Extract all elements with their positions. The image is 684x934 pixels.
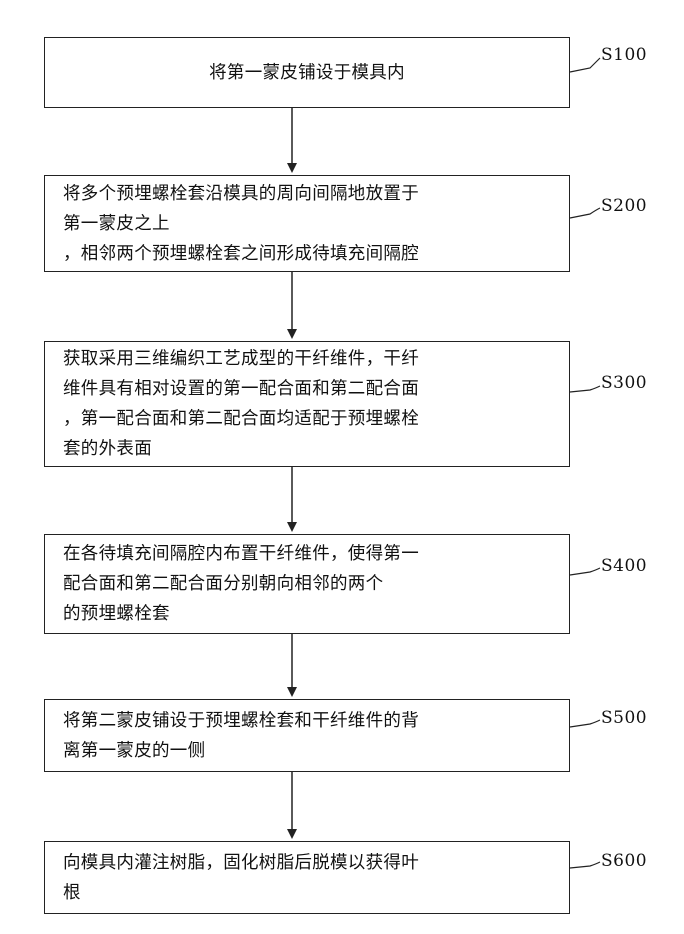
leader-s500	[570, 720, 600, 727]
step-label-s300: S300	[601, 373, 647, 393]
step-label-s400: S400	[601, 556, 647, 576]
leader-s400	[570, 568, 600, 575]
step-box-s500: 将第二蒙皮铺设于预埋螺栓套和干纤维件的背 离第一蒙皮的一侧	[44, 699, 570, 772]
step-text-s100: 将第一蒙皮铺设于模具内	[63, 58, 551, 88]
leader-s200	[570, 208, 600, 218]
step-label-s100: S100	[601, 45, 647, 65]
step-box-s600: 向模具内灌注树脂，固化树脂后脱模以获得叶 根	[44, 841, 570, 914]
leader-s600	[570, 862, 600, 868]
step-box-s300: 获取采用三维编织工艺成型的干纤维件，干纤 维件具有相对设置的第一配合面和第二配合…	[44, 341, 570, 467]
step-text-s200: 将多个预埋螺栓套沿模具的周向间隔地放置于 第一蒙皮之上 ，相邻两个预埋螺栓套之间…	[63, 179, 551, 269]
step-text-s600: 向模具内灌注树脂，固化树脂后脱模以获得叶 根	[63, 848, 551, 908]
step-label-s500: S500	[601, 708, 647, 728]
leader-s300	[570, 386, 600, 392]
step-label-s600: S600	[601, 851, 647, 871]
step-box-s200: 将多个预埋螺栓套沿模具的周向间隔地放置于 第一蒙皮之上 ，相邻两个预埋螺栓套之间…	[44, 175, 570, 272]
step-box-s400: 在各待填充间隔腔内布置干纤维件，使得第一 配合面和第二配合面分别朝向相邻的两个 …	[44, 534, 570, 634]
step-label-s200: S200	[601, 196, 647, 216]
step-box-s100: 将第一蒙皮铺设于模具内	[44, 37, 570, 108]
step-text-s300: 获取采用三维编织工艺成型的干纤维件，干纤 维件具有相对设置的第一配合面和第二配合…	[63, 344, 551, 464]
step-text-s500: 将第二蒙皮铺设于预埋螺栓套和干纤维件的背 离第一蒙皮的一侧	[63, 706, 551, 766]
leader-s100	[570, 58, 600, 72]
step-text-s400: 在各待填充间隔腔内布置干纤维件，使得第一 配合面和第二配合面分别朝向相邻的两个 …	[63, 539, 551, 629]
